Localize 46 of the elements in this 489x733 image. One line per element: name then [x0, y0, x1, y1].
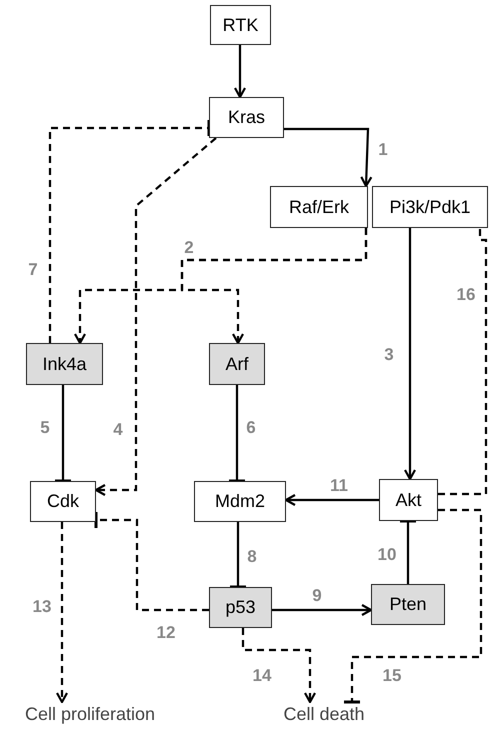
inhibition-line [228, 385, 246, 482]
arrow [284, 494, 379, 506]
protein-box: Cdk [30, 481, 96, 522]
edge-label: 5 [40, 418, 50, 438]
inhibition-line [228, 522, 248, 588]
edge-label: 8 [247, 547, 257, 567]
edge-label: 4 [113, 420, 123, 440]
edge-label: 15 [382, 666, 402, 686]
inhibition-line [398, 520, 418, 584]
edge-label: 9 [312, 586, 322, 606]
protein-box: Mdm2 [194, 481, 286, 522]
edge-label: 3 [384, 345, 394, 365]
protein-box: Akt [379, 479, 438, 521]
arrow [180, 228, 368, 344]
edge-label: 14 [252, 666, 272, 686]
edge-label: 6 [246, 418, 256, 438]
arrow [242, 628, 316, 704]
outcome-label: Cell death [268, 702, 380, 726]
inhibition-line [342, 508, 482, 704]
edge-label: 13 [32, 597, 52, 617]
protein-box: Pi3k/Pdk1 [372, 186, 488, 228]
edge-label: 2 [184, 238, 194, 258]
inhibition-line [94, 510, 209, 612]
outcome-label: Cell proliferation [4, 702, 176, 726]
protein-box: p53 [209, 587, 272, 628]
edge-label: 11 [330, 476, 348, 496]
edge-label: 16 [456, 285, 476, 305]
arrow [404, 228, 416, 480]
arrow [234, 45, 246, 98]
edge-label: 10 [378, 545, 396, 565]
protein-box: RTK [210, 5, 271, 45]
protein-box: Kras [209, 97, 284, 138]
protein-box: Ink4a [26, 343, 103, 385]
edge-label: 7 [28, 260, 38, 280]
protein-box: Arf [209, 343, 265, 385]
protein-box: Raf/Erk [270, 186, 368, 228]
arrow [56, 522, 68, 704]
protein-box: Pten [371, 584, 445, 625]
connector-line [438, 228, 488, 496]
inhibition-line [48, 118, 210, 343]
edge-label: 1 [378, 140, 388, 160]
arrow [284, 128, 372, 188]
inhibition-line [54, 385, 72, 482]
arrow [94, 137, 217, 496]
edge-label: 12 [156, 623, 176, 643]
arrow [272, 604, 372, 616]
